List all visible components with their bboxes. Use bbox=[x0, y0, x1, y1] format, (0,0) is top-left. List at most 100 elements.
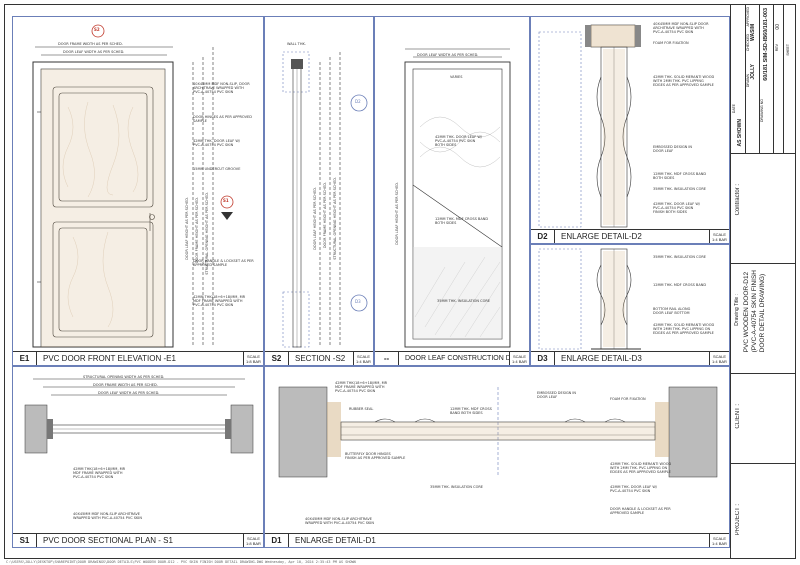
d3-drawing bbox=[538, 248, 641, 350]
d1-drawing bbox=[278, 386, 718, 478]
panel-scale: SCALE 1:8 BAR bbox=[243, 352, 263, 365]
tb-drawing-title-label: Drawing Title : bbox=[734, 294, 740, 326]
leaf-title-bar: -- DOOR LEAF CONSTRUCTION DETAILS SCALE … bbox=[375, 351, 529, 365]
e1-vertical-dim: DOOR FRAME HEIGHT AS PER SCHED. bbox=[195, 197, 199, 264]
title-block-project: PROJECT : bbox=[731, 464, 796, 559]
panel-code: D1 bbox=[265, 534, 289, 547]
d2-annotation: FOAM FOR FIXATION bbox=[653, 41, 689, 45]
s2-annotation: WALL THK. bbox=[287, 42, 306, 46]
tb-client-label: CLIENT : bbox=[735, 404, 741, 429]
panel-scale: SCALE 1:4 BAR bbox=[353, 352, 373, 365]
tb-rev-label: REV bbox=[775, 44, 779, 52]
d2-annotation: 12MM THK. MDF CROSS BAND BOTH SIDES bbox=[653, 172, 707, 180]
tb-drawn-value: JOLLY bbox=[750, 64, 756, 80]
s2-vertical-dim: DOOR LEAF HEIGHT AS PER SCHED. bbox=[313, 187, 317, 250]
d1-annotation: RUBBER SEAL bbox=[349, 407, 374, 411]
panel-code: S1 bbox=[13, 534, 37, 547]
panel-title: ENLARGE DETAIL-D2 bbox=[561, 232, 642, 241]
tb-drawing-no: 60/181 SIM-SD-IB60/181-003 bbox=[763, 8, 769, 81]
tb-drawing-title: PVC WOODEN DOOR-D12 (PVC-A-40754 SKIN FI… bbox=[743, 270, 766, 353]
d3-annotation: 42MM THK. SOLID MERANTI WOOD WITH 2MM TH… bbox=[653, 323, 715, 335]
tb-rev-value: 00 bbox=[775, 24, 781, 30]
panel-d1-enlarge-detail: 42MM THK(18+6+18)MM, MR MDF FRAME WRAPPE… bbox=[264, 366, 730, 548]
title-block-contractor: Contractor : bbox=[731, 154, 796, 264]
leaf-annotation: VARIES bbox=[450, 75, 463, 79]
panel-scale: SCALE 1:4 BAR bbox=[709, 352, 729, 365]
panel-d2-enlarge-detail: 40X45MM MDF NON-SLIP DOOR ARCHITRAVE WRA… bbox=[530, 16, 730, 244]
d2-drawing bbox=[538, 24, 641, 228]
s1-annotation: STRUCTURAL OPENING WIDTH AS PER SCHED. bbox=[83, 375, 165, 379]
tb-date-label: DATE bbox=[732, 104, 736, 114]
s1-title-bar: S1 PVC DOOR SECTIONAL PLAN - S1 SCALE 1:… bbox=[13, 533, 263, 547]
title-block-meta: DATE AS SHOWN DRAWN JOLLY CHECKED WASIM … bbox=[731, 4, 796, 154]
d1-annotation: EMBOSSED DESIGN IN DOOR LEAF bbox=[537, 391, 577, 399]
panel-code: S2 bbox=[265, 352, 289, 365]
tb-sheet-label: SHEET bbox=[786, 44, 790, 56]
title-block: DATE AS SHOWN DRAWN JOLLY CHECKED WASIM … bbox=[730, 4, 796, 559]
d1-annotation: 42MM THK(18+6+18)MM, MR MDF FRAME WRAPPE… bbox=[335, 381, 388, 393]
e1-annotation: DOOR FRAME WIDTH AS PER SCHED. bbox=[58, 42, 123, 46]
d1-annotation: FOAM FOR FIXATION bbox=[610, 397, 646, 401]
panel-code: -- bbox=[375, 352, 399, 365]
s2-callout-d3-label: D3 bbox=[355, 299, 361, 304]
d3-annotation: 35MM THK. INSULATION CORE bbox=[653, 255, 706, 259]
drawing-frame bbox=[4, 4, 796, 559]
e1-drawing bbox=[32, 24, 234, 348]
panel-d3-enlarge-detail: 35MM THK. INSULATION CORE 12MM THK. MDF … bbox=[530, 244, 730, 366]
d1-annotation: DOOR HANDLE & LOCKSET AS PER APPROVED SA… bbox=[610, 507, 671, 515]
panel-title: ENLARGE DETAIL-D1 bbox=[295, 536, 376, 545]
leaf-annotation: 12MM THK. MDF CROSS BAND BOTH SIDES bbox=[435, 217, 489, 225]
s2-vertical-dim: STRUCTURAL OPENING HEIGHT AS PER SCHED. bbox=[333, 177, 337, 260]
panel-title: ENLARGE DETAIL-D3 bbox=[561, 354, 642, 363]
e1-vertical-dim: DOOR LEAF HEIGHT AS PER SCHED. bbox=[185, 197, 189, 260]
d3-annotation: 12MM THK. MDF CROSS BAND bbox=[653, 283, 707, 287]
s1-annotation: 40X45MM MDF NON-SLIP ARCHITRAVE WRAPPED … bbox=[73, 512, 142, 520]
e1-annotation: DOOR LEAF WIDTH AS PER SCHED. bbox=[63, 50, 125, 54]
d1-annotation: 42MM THK. DOOR LEAF W/ PVC-A-40754 PVC S… bbox=[610, 485, 657, 493]
panel-e1-front-elevation: S2 S1 DOOR FRAME WIDTH AS PER SCHED. DOO… bbox=[12, 16, 264, 366]
e1-callout-s1-label: S1 bbox=[223, 198, 229, 203]
panel-scale: SCALE 1:4 BAR bbox=[509, 352, 529, 365]
d1-annotation: 12MM THK. MDF CROSS BAND BOTH SIDES bbox=[450, 407, 492, 415]
s2-callout-d3[interactable] bbox=[350, 294, 368, 312]
leaf-drawing bbox=[404, 48, 511, 348]
title-block-drawing-title: Drawing Title : PVC WOODEN DOOR-D12 (PVC… bbox=[731, 264, 796, 374]
d2-annotation: 42MM THK. SOLID MERANTI WOOD WITH 2MM TH… bbox=[653, 75, 715, 87]
d1-annotation: BUTTERFLY DOOR HINGES FINISH AS PER APPR… bbox=[345, 452, 406, 460]
panel-title: PVC DOOR SECTIONAL PLAN - S1 bbox=[43, 536, 173, 545]
panel-title: SECTION -S2 bbox=[295, 354, 346, 363]
e1-annotation: DOOR HANDLE & LOCKSET AS PER APPROVED SA… bbox=[193, 259, 254, 267]
leaf-vertical-dim: DOOR LEAF HEIGHT AS PER SCHED. bbox=[395, 182, 399, 245]
s1-annotation: DOOR FRAME WIDTH AS PER SCHED. bbox=[93, 383, 158, 387]
tb-contractor-label: Contractor : bbox=[735, 184, 741, 216]
s1-drawing bbox=[24, 378, 254, 454]
d2-annotation: 42MM THK. DOOR LEAF W/ PVC-A-40754 PVC S… bbox=[653, 202, 700, 214]
tb-drawing-no-label: DRAWING NO bbox=[760, 99, 764, 123]
panel-door-leaf-construction: DOOR LEAF WIDTH AS PER SCHED. VARIES 42M… bbox=[374, 16, 530, 366]
s1-annotation: DOOR LEAF WIDTH AS PER SCHED. bbox=[98, 391, 160, 395]
leaf-annotation: DOOR LEAF WIDTH AS PER SCHED. bbox=[417, 53, 479, 57]
panel-code: E1 bbox=[13, 352, 37, 365]
e1-callout-s2[interactable] bbox=[91, 24, 105, 38]
tb-checked-value: WASIM bbox=[750, 24, 756, 41]
leaf-annotation: 42MM THK. DOOR LEAF W/ PVC-A-40754 PVC S… bbox=[435, 135, 482, 147]
panel-s1-sectional-plan: STRUCTURAL OPENING WIDTH AS PER SCHED. D… bbox=[12, 366, 264, 548]
tb-project-label: PROJECT : bbox=[735, 504, 741, 536]
s2-callout-d2-label: D2 bbox=[355, 99, 361, 104]
d2-annotation: EMBOSSED DESIGN IN DOOR LEAF bbox=[653, 145, 693, 153]
e1-callout-s1[interactable] bbox=[220, 195, 234, 209]
title-block-client: CLIENT : bbox=[731, 374, 796, 464]
e1-title-bar: E1 PVC DOOR FRONT ELEVATION -E1 SCALE 1:… bbox=[13, 351, 263, 365]
d1-annotation: 40X45MM MDF NON-SLIP ARCHITRAVE WRAPPED … bbox=[305, 517, 374, 525]
panel-scale: SCALE 1:4 BAR bbox=[709, 230, 729, 243]
d2-annotation: 40X45MM MDF NON-SLIP DOOR ARCHITRAVE WRA… bbox=[653, 22, 709, 34]
e1-annotation: 42MM THK. DOOR LEAF W/ PVC-A-40754 PVC S… bbox=[193, 139, 240, 147]
panel-code: D3 bbox=[531, 352, 555, 365]
d2-annotation: 35MM THK. INSULATION CORE bbox=[653, 187, 706, 191]
s2-callout-d2[interactable] bbox=[350, 94, 368, 112]
panel-s2-section: D2 D3 WALL THK. DOOR LEAF HEIGHT AS PER … bbox=[264, 16, 374, 366]
d1-title-bar: D1 ENLARGE DETAIL-D1 SCALE 1:4 BAR bbox=[265, 533, 729, 547]
e1-vertical-dim: STRUCTURAL OPENING HEIGHT AS PER SCHED. bbox=[205, 192, 209, 275]
s2-vertical-dim: DOOR FRAME HEIGHT AS PER SCHED. bbox=[323, 182, 327, 249]
panel-title: DOOR LEAF CONSTRUCTION DETAILS bbox=[405, 355, 509, 362]
